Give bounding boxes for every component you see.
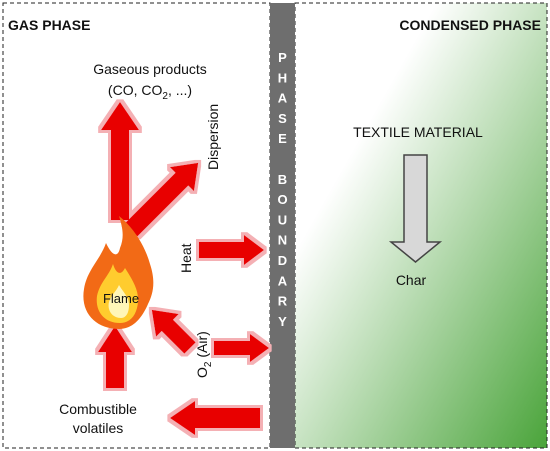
char-label: Char bbox=[396, 272, 427, 288]
heat-arrow bbox=[199, 235, 264, 265]
gaseous-products-formula: (CO, CO2, ...) bbox=[108, 82, 192, 102]
textile-material-label: TEXTILE MATERIAL bbox=[353, 124, 483, 140]
up-arrow-gaseous-products bbox=[101, 102, 139, 220]
boundary-letter: H bbox=[278, 70, 287, 85]
boundary-letter: N bbox=[278, 233, 287, 248]
condensed-phase-title: CONDENSED PHASE bbox=[399, 17, 541, 33]
heat-label: Heat bbox=[178, 243, 194, 273]
flame-icon bbox=[83, 216, 154, 329]
dispersion-label: Dispersion bbox=[205, 104, 221, 170]
boundary-letter: P bbox=[278, 50, 287, 65]
gaseous-products-label: Gaseous products bbox=[93, 61, 207, 77]
boundary-letter: U bbox=[278, 212, 287, 227]
oxygen-inflow-arrow bbox=[214, 334, 269, 362]
boundary-letter: D bbox=[278, 253, 287, 268]
gas-phase-frame bbox=[2, 2, 271, 449]
volatiles-release-arrow bbox=[170, 401, 260, 435]
flame-label: Flame bbox=[103, 291, 139, 306]
phase-boundary-bar bbox=[270, 3, 295, 448]
boundary-letter: A bbox=[278, 91, 288, 106]
boundary-letter: E bbox=[278, 131, 287, 146]
diagonal-arrow-dispersion bbox=[124, 162, 199, 237]
combustible-volatiles-label-line2: volatiles bbox=[73, 420, 124, 436]
char-conversion-arrow bbox=[388, 154, 443, 263]
boundary-letter: R bbox=[278, 294, 288, 309]
boundary-letter: O bbox=[277, 192, 287, 207]
gas-phase-title: GAS PHASE bbox=[8, 17, 90, 33]
boundary-letter: A bbox=[278, 273, 288, 288]
diagonal-arrow-oxygen-to-flame bbox=[151, 309, 196, 354]
oxygen-air-label: O2 (Air) bbox=[194, 331, 214, 378]
up-arrow-volatiles-to-flame bbox=[98, 326, 132, 388]
boundary-letter: S bbox=[278, 111, 287, 126]
boundary-letter: B bbox=[278, 172, 287, 187]
combustible-volatiles-label-line1: Combustible bbox=[59, 401, 137, 417]
boundary-letter: Y bbox=[278, 314, 287, 329]
